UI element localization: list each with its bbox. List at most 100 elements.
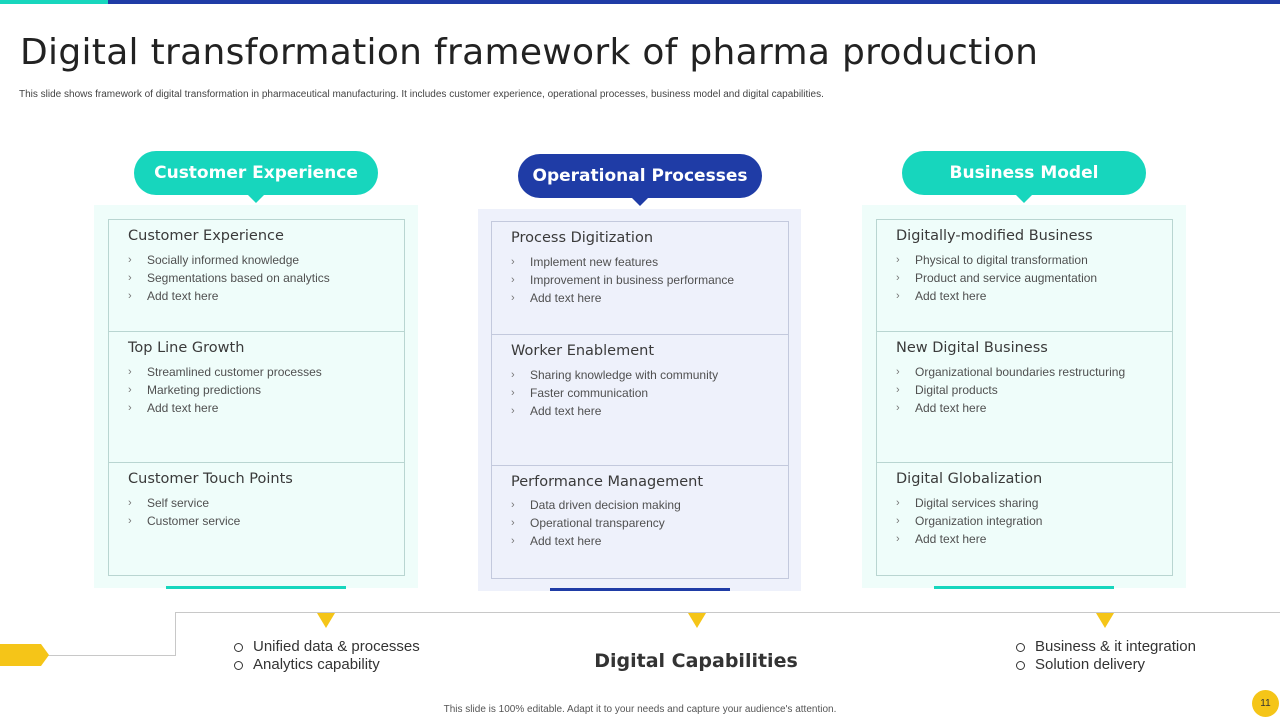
bullet-text: Organizational boundaries restructuring (915, 365, 1126, 379)
bullet-list: ›Streamlined customer processes ›Marketi… (128, 363, 322, 417)
circle-bullet-icon (234, 642, 243, 652)
chevron-right-icon: › (511, 387, 515, 399)
page-number-badge: 11 (1252, 690, 1279, 717)
column-underline (550, 588, 730, 591)
list-item: Unified data & processes (234, 638, 420, 656)
bullet-text: Organization integration (915, 514, 1043, 528)
bullet-text: Product and service augmentation (915, 271, 1098, 285)
bullet-text: Add text here (530, 534, 602, 548)
bullet-text: Implement new features (530, 255, 659, 269)
chevron-right-icon: › (128, 366, 132, 378)
capability-text: Unified data & processes (253, 638, 420, 655)
list-item: › Implement new features (511, 253, 734, 271)
list-item: Analytics capability (234, 656, 420, 674)
column-operational-processes: Process Digitization ›Implement new feat… (478, 209, 801, 591)
list-item: ›Add text here (896, 399, 1125, 417)
list-item: › Add text here (128, 287, 330, 305)
section-title: Customer Touch Points (128, 471, 293, 487)
yellow-arrow-tag (0, 644, 49, 666)
column-content-box: Digitally-modified Business ›Physical to… (876, 219, 1173, 576)
list-item: › Self service (128, 494, 240, 512)
list-item: ›Operational transparency (511, 514, 681, 532)
list-item: ›Add text here (511, 402, 718, 420)
list-item: ›Customer service (128, 512, 240, 530)
bullet-text: Self service (147, 496, 210, 510)
section-card: Top Line Growth ›Streamlined customer pr… (109, 331, 404, 462)
slide-title: Digital transformation framework of phar… (20, 32, 1039, 73)
chevron-right-icon: › (896, 272, 900, 284)
yellow-marker-triangle (688, 613, 706, 628)
bullet-list: › Sharing knowledge with community › Faste… (511, 366, 718, 420)
chevron-right-icon: › (511, 517, 515, 529)
circle-bullet-icon (1016, 642, 1025, 652)
list-item: ›Add text here (128, 399, 322, 417)
bullet-text: Sharing knowledge with community (530, 368, 719, 382)
bullet-list: › Data driven decision making ›Operationa… (511, 496, 681, 550)
chevron-right-icon: › (511, 499, 515, 511)
list-item: ›Digital services sharing (896, 494, 1042, 512)
yellow-marker-triangle (317, 613, 335, 628)
chevron-right-icon: › (896, 366, 900, 378)
chevron-right-icon: › (128, 497, 132, 509)
bullet-text: Digital services sharing (915, 496, 1039, 510)
circle-bullet-icon (234, 660, 243, 670)
column-header-pill: Customer Experience (134, 151, 378, 203)
yellow-marker-triangle (1096, 613, 1114, 628)
section-card: Worker Enablement › Sharing knowledge wit… (492, 334, 788, 465)
chevron-right-icon: › (128, 402, 132, 414)
bullet-text: Add text here (915, 401, 987, 415)
list-item: ›Add text here (896, 287, 1097, 305)
list-item: ›Marketing predictions (128, 381, 322, 399)
chevron-right-icon: › (128, 254, 132, 266)
bullet-text: Add text here (530, 291, 602, 305)
section-card: Performance Management ›Data driven deci… (492, 465, 788, 578)
column-content-box: Customer Experience ›Socially informed k… (108, 219, 405, 576)
section-title: Digitally-modified Business (896, 228, 1093, 244)
section-card: Digitally-modified Business ›Physical to… (877, 220, 1172, 331)
chevron-right-icon: › (511, 256, 515, 268)
section-title: Digital Globalization (896, 471, 1043, 487)
column-header-pill: Operational Processes (518, 154, 762, 206)
bullet-list: › Self service ›Customer service (128, 494, 240, 530)
bullet-text: Digital products (915, 383, 998, 397)
connector-line-top (175, 612, 1280, 613)
list-item: › Sharing knowledge with community (511, 366, 718, 384)
column-underline (934, 586, 1114, 589)
column-customer-experience: Customer Experience ›Socially informed k… (94, 205, 418, 588)
section-title: Top Line Growth (128, 340, 245, 356)
chevron-right-icon: › (128, 290, 132, 302)
capabilities-title: Digital Capabilities (594, 650, 798, 672)
bullet-text: Add text here (147, 289, 219, 303)
section-card: Customer Touch Points › Self service ›Cus… (109, 462, 404, 575)
connector-line-vertical (175, 612, 176, 655)
bullet-text: Marketing predictions (147, 383, 262, 397)
column-underline (166, 586, 346, 589)
bullet-list: › Organizational boundaries restructuring… (896, 363, 1125, 417)
bullet-list: ›Digital services sharing › Organization … (896, 494, 1042, 548)
capabilities-right-list: Business & it integration Solution deliv… (1016, 638, 1196, 674)
bullet-text: Improvement in business performance (530, 273, 735, 287)
chevron-right-icon: › (896, 515, 900, 527)
list-item: › Digital products (896, 381, 1125, 399)
list-item: › Data driven decision making (511, 496, 681, 514)
circle-bullet-icon (1016, 660, 1025, 670)
chevron-right-icon: › (511, 369, 515, 381)
top-accent-bar-teal (0, 0, 108, 4)
list-item: ›Physical to digital transformation (896, 251, 1097, 269)
chevron-right-icon: › (128, 515, 132, 527)
bullet-text: Segmentations based on analytics (147, 271, 330, 285)
connector-line-bottom (40, 655, 176, 656)
bullet-list: ›Socially informed knowledge ›Segmentati… (128, 251, 330, 305)
list-item: › Organization integration (896, 512, 1042, 530)
bullet-text: Data driven decision making (530, 498, 681, 512)
chevron-right-icon: › (896, 254, 900, 266)
list-item: ›Streamlined customer processes (128, 363, 322, 381)
bullet-text: Faster communication (530, 386, 649, 400)
slide-subtitle: This slide shows framework of digital tr… (19, 89, 824, 100)
capability-text: Analytics capability (253, 656, 380, 673)
section-title: Worker Enablement (511, 343, 655, 359)
column-content-box: Process Digitization ›Implement new feat… (491, 221, 789, 579)
capability-text: Solution delivery (1035, 656, 1146, 673)
chevron-right-icon: › (896, 384, 900, 396)
list-item: › Product and service augmentation (896, 269, 1097, 287)
